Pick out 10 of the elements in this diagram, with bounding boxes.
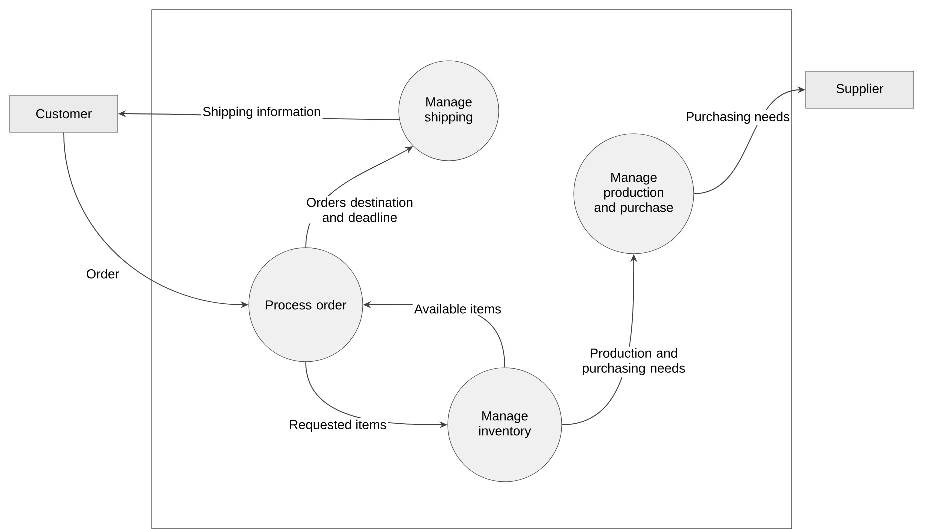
edge-label: Requested items — [288, 418, 388, 434]
edge-label: Shipping information — [201, 105, 323, 121]
edge-label: Available items — [412, 302, 504, 316]
system-boundary — [152, 10, 792, 529]
edge-label: Production and purchasing needs — [574, 346, 694, 378]
edge-label: Orders destination and deadline — [296, 196, 424, 224]
edge-label: Purchasing needs — [684, 110, 792, 126]
entity-box: Supplier — [806, 71, 914, 109]
entity-box: Customer — [10, 95, 118, 133]
edge-label: Order — [84, 268, 122, 280]
